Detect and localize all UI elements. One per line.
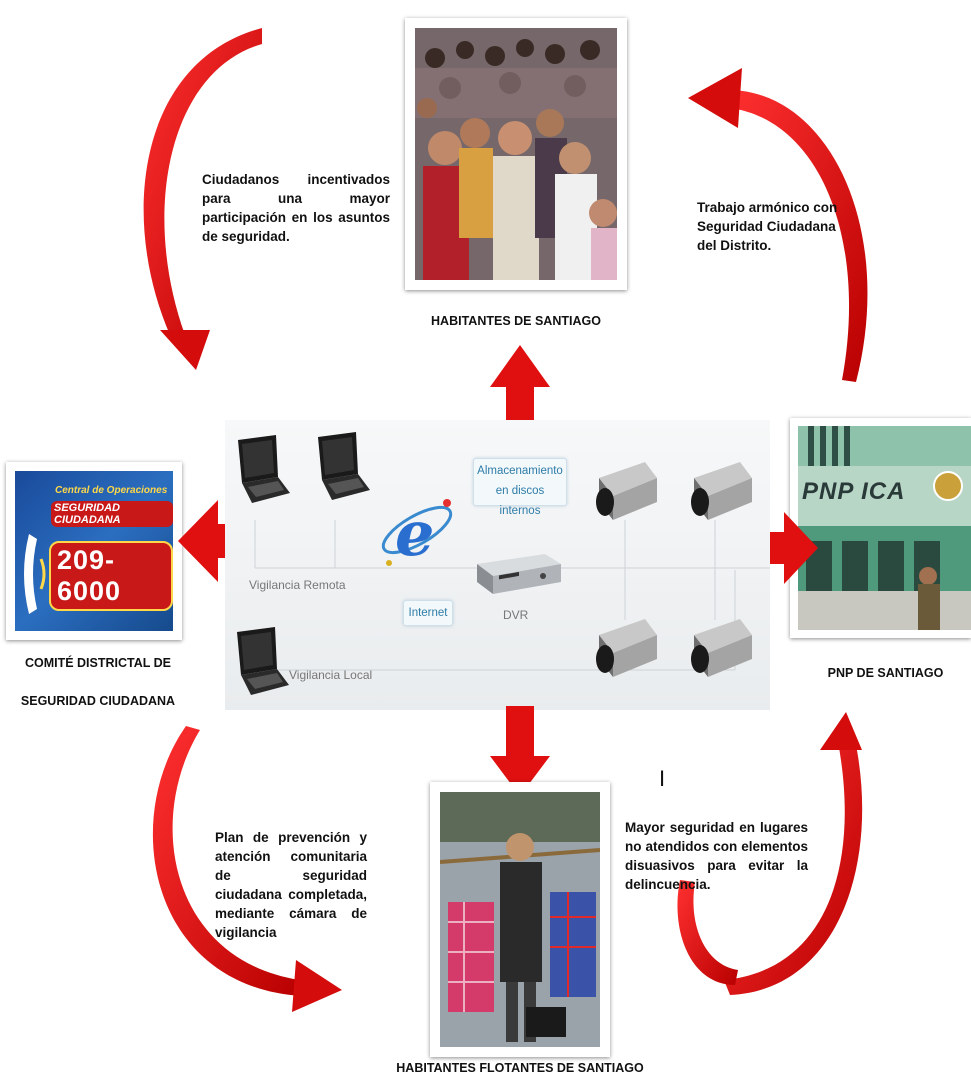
bottom-photo-caption: HABITANTES FLOTANTES DE SANTIAGO (396, 1061, 644, 1075)
left-caption-line1: COMITÉ DISTRICTAL DE (24, 656, 172, 670)
sign-title: Central de Operaciones (55, 485, 168, 496)
laptop-icon (237, 627, 289, 695)
up-arrow (490, 345, 550, 440)
police-sign-text: PNP ICA (802, 478, 906, 505)
floating-population-photo (430, 782, 610, 1057)
security-camera-icon (691, 462, 752, 520)
laptop-icon (238, 435, 290, 503)
crowd-illustration (415, 28, 617, 280)
note-top-right: Trabajo armónico con Seguridad Ciudadana… (697, 200, 838, 253)
security-camera-icon (596, 462, 657, 520)
down-arrow (490, 706, 550, 796)
note-bottom-right: Mayor seguridad en lugares no atendidos … (625, 820, 808, 892)
sign-subtitle: SEGURIDAD CIUDADANA (51, 501, 173, 527)
dvr-device-icon (477, 554, 561, 594)
cctv-network-diagram: Vigilancia Remota Vigilancia Local e Int… (225, 420, 770, 710)
phone-icon (19, 529, 49, 624)
right-photo-caption: PNP DE SANTIAGO (827, 666, 944, 680)
left-arrow (178, 500, 230, 582)
top-photo-caption: HABITANTES DE SANTIAGO (431, 314, 601, 328)
internet-label: Internet (403, 600, 453, 626)
sign-phone-number: 209-6000 (49, 541, 173, 611)
curved-arrow-top-left (143, 28, 262, 370)
remote-surveillance-label: Vigilancia Remota (249, 578, 346, 592)
note-top-left: Ciudadanos incentivados para una mayor p… (202, 172, 390, 244)
local-surveillance-label: Vigilancia Local (289, 668, 373, 682)
curved-arrow-bottom-right (677, 712, 863, 995)
note-bottom-left: Plan de prevención y atención comunitari… (215, 830, 367, 940)
right-arrow (764, 512, 818, 584)
left-caption-line2: SEGURIDAD CIUDADANA (20, 694, 176, 708)
laptop-icon (318, 432, 370, 500)
curved-arrow-top-right (688, 68, 868, 382)
police-station-photo: PNP ICA (790, 418, 971, 638)
storage-label: Almacenamiento en discos internos (473, 458, 567, 517)
curved-arrow-bottom-left (152, 726, 342, 1012)
dvr-label: DVR (503, 608, 529, 622)
security-center-photo: Central de Operaciones SEGURIDAD CIUDADA… (6, 462, 182, 640)
security-camera-icon (691, 619, 752, 677)
internet-explorer-icon: e (381, 497, 453, 570)
crowd-photo (405, 18, 627, 290)
security-camera-icon (596, 619, 657, 677)
stray-text-mark: I (659, 766, 666, 791)
svg-text:e: e (395, 497, 434, 570)
